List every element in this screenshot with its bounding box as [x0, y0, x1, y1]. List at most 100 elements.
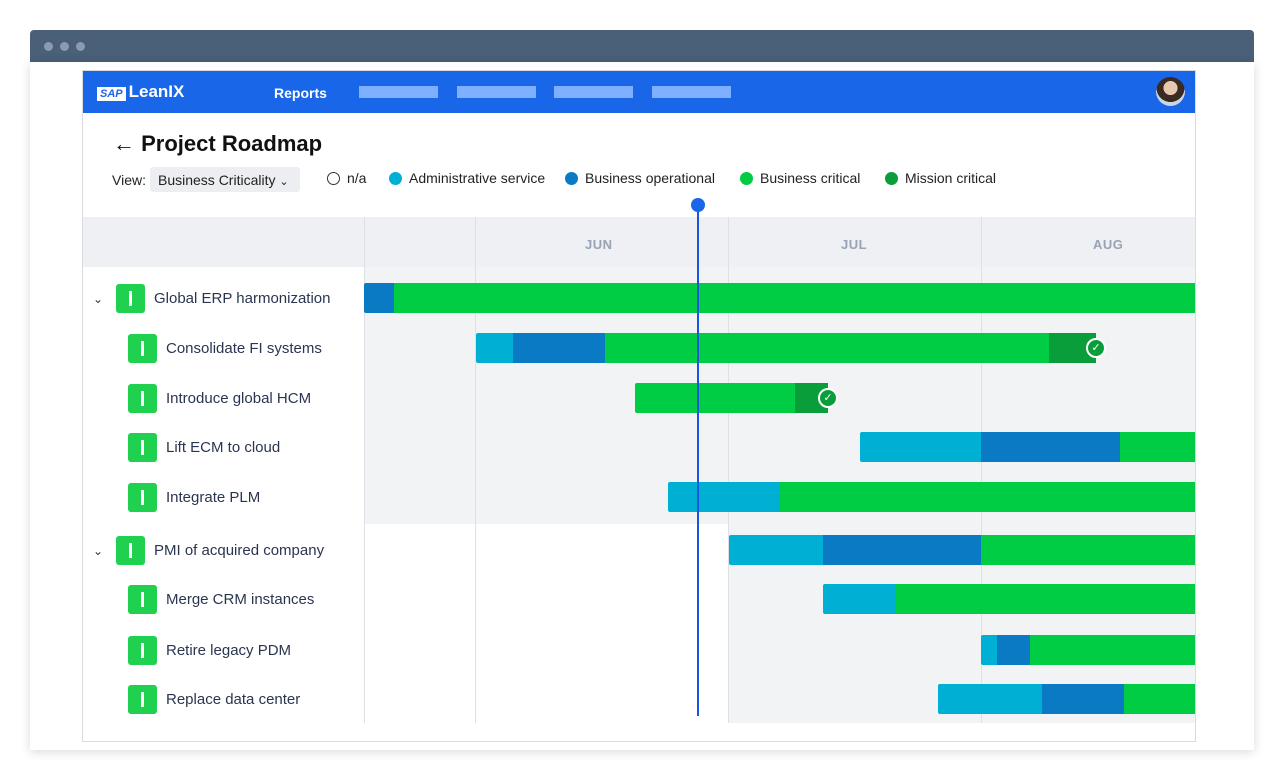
divider: [728, 217, 729, 723]
roadmap-row-label[interactable]: Retire legacy PDM: [128, 636, 291, 665]
legend-dot-icon: [565, 171, 578, 185]
legend-item[interactable]: Business critical: [740, 170, 860, 186]
legend-item[interactable]: Mission critical: [885, 170, 996, 186]
user-avatar[interactable]: [1156, 77, 1185, 106]
roadmap-row-label[interactable]: Lift ECM to cloud: [128, 433, 280, 462]
row-name: PMI of acquired company: [154, 542, 325, 559]
row-name: Lift ECM to cloud: [166, 439, 281, 456]
bar-segment-critical[interactable]: [981, 535, 1195, 565]
bar-segment-critical[interactable]: [1030, 635, 1195, 665]
page-title: ← Project Roadmap: [113, 131, 322, 157]
page-title-text: Project Roadmap: [141, 131, 323, 156]
nav-placeholder[interactable]: [457, 86, 536, 98]
nav-placeholder[interactable]: [652, 86, 731, 98]
chevron-down-icon[interactable]: ⌄: [93, 291, 104, 306]
brand-name: LeanIX: [128, 82, 185, 101]
check-icon: ✓: [1086, 338, 1106, 358]
bar-segment-critical[interactable]: [605, 333, 1049, 363]
browser-titlebar: [30, 30, 1254, 62]
bar-segment-administrative[interactable]: [668, 482, 780, 512]
today-line[interactable]: [697, 204, 699, 716]
roadmap-row-label[interactable]: ⌄ PMI of acquired company: [93, 536, 324, 565]
legend-label: n/a: [347, 170, 367, 186]
bar-segment-critical[interactable]: [780, 482, 1195, 512]
month-label: AUG: [1093, 237, 1124, 252]
project-icon: [128, 334, 157, 363]
view-label: View:: [112, 172, 146, 188]
legend-item[interactable]: n/a: [327, 170, 366, 186]
chevron-down-icon[interactable]: ⌄: [93, 543, 104, 558]
row-name: Consolidate FI systems: [166, 340, 322, 357]
bar-segment-critical[interactable]: [1120, 432, 1195, 462]
bar-segment-operational[interactable]: [1042, 684, 1124, 714]
divider: [364, 217, 365, 723]
bar-segment-critical[interactable]: [394, 283, 1195, 313]
project-icon: [128, 585, 157, 614]
chevron-down-icon: ⌄: [279, 176, 289, 188]
bar-segment-operational[interactable]: [513, 333, 605, 363]
legend-label: Business critical: [760, 170, 861, 186]
project-icon: [116, 284, 145, 313]
legend-label: Mission critical: [905, 170, 997, 186]
window-dot-icon: [60, 42, 69, 51]
legend-item[interactable]: Business operational: [565, 170, 715, 186]
legend-dot-icon: [327, 171, 340, 185]
row-name: Integrate PLM: [166, 489, 261, 506]
project-icon: [128, 384, 157, 413]
row-name: Introduce global HCM: [166, 390, 312, 407]
divider: [981, 217, 982, 723]
bar-segment-critical[interactable]: [635, 383, 795, 413]
nav-placeholder[interactable]: [359, 86, 438, 98]
bar-segment-administrative[interactable]: [860, 432, 981, 462]
arrow-left-icon[interactable]: ←: [113, 131, 135, 156]
project-icon: [128, 433, 157, 462]
bar-segment-operational[interactable]: [981, 432, 1120, 462]
roadmap-row-label[interactable]: Merge CRM instances: [128, 585, 314, 614]
bar-segment-operational[interactable]: [823, 535, 981, 565]
bar-segment-operational[interactable]: [997, 635, 1030, 665]
project-icon: [116, 536, 145, 565]
divider: [475, 217, 476, 723]
legend-dot-icon: [740, 171, 753, 185]
bar-segment-administrative[interactable]: [981, 635, 997, 665]
project-icon: [128, 636, 157, 665]
month-label: JUL: [841, 237, 868, 252]
legend-label: Business operational: [585, 170, 715, 186]
check-icon: ✓: [818, 388, 838, 408]
window-dot-icon: [44, 42, 53, 51]
roadmap-row-label[interactable]: Introduce global HCM: [128, 384, 311, 413]
roadmap-row-label[interactable]: ⌄ Global ERP harmonization: [93, 284, 330, 313]
bar-segment-administrative[interactable]: [729, 535, 823, 565]
bar-segment-critical[interactable]: [896, 584, 1195, 614]
legend-label: Administrative service: [409, 170, 546, 186]
today-marker[interactable]: [691, 198, 705, 212]
timeline-header: [83, 217, 1195, 267]
bar-segment-administrative[interactable]: [938, 684, 1042, 714]
row-name: Replace data center: [166, 691, 301, 708]
legend-dot-icon: [389, 171, 402, 185]
bar-segment-operational[interactable]: [364, 283, 394, 313]
roadmap-row-label[interactable]: Replace data center: [128, 685, 300, 714]
row-name: Global ERP harmonization: [154, 290, 331, 307]
project-icon: [128, 685, 157, 714]
roadmap-row-label[interactable]: Consolidate FI systems: [128, 334, 322, 363]
legend-dot-icon: [885, 171, 898, 185]
view-select[interactable]: Business Criticality ⌄: [150, 167, 300, 192]
window-dot-icon: [76, 42, 85, 51]
roadmap-row-label[interactable]: Integrate PLM: [128, 483, 260, 512]
legend-item[interactable]: Administrative service: [389, 170, 545, 186]
bar-segment-critical[interactable]: [1124, 684, 1195, 714]
nav-reports[interactable]: Reports: [274, 85, 327, 101]
sap-logo: SAP: [97, 87, 126, 101]
view-select-value: Business Criticality: [158, 172, 276, 188]
nav-placeholder[interactable]: [554, 86, 633, 98]
row-name: Merge CRM instances: [166, 591, 315, 608]
month-label: JUN: [585, 237, 613, 252]
project-icon: [128, 483, 157, 512]
bar-segment-administrative[interactable]: [476, 333, 513, 363]
bar-segment-administrative[interactable]: [823, 584, 896, 614]
row-name: Retire legacy PDM: [166, 642, 292, 659]
